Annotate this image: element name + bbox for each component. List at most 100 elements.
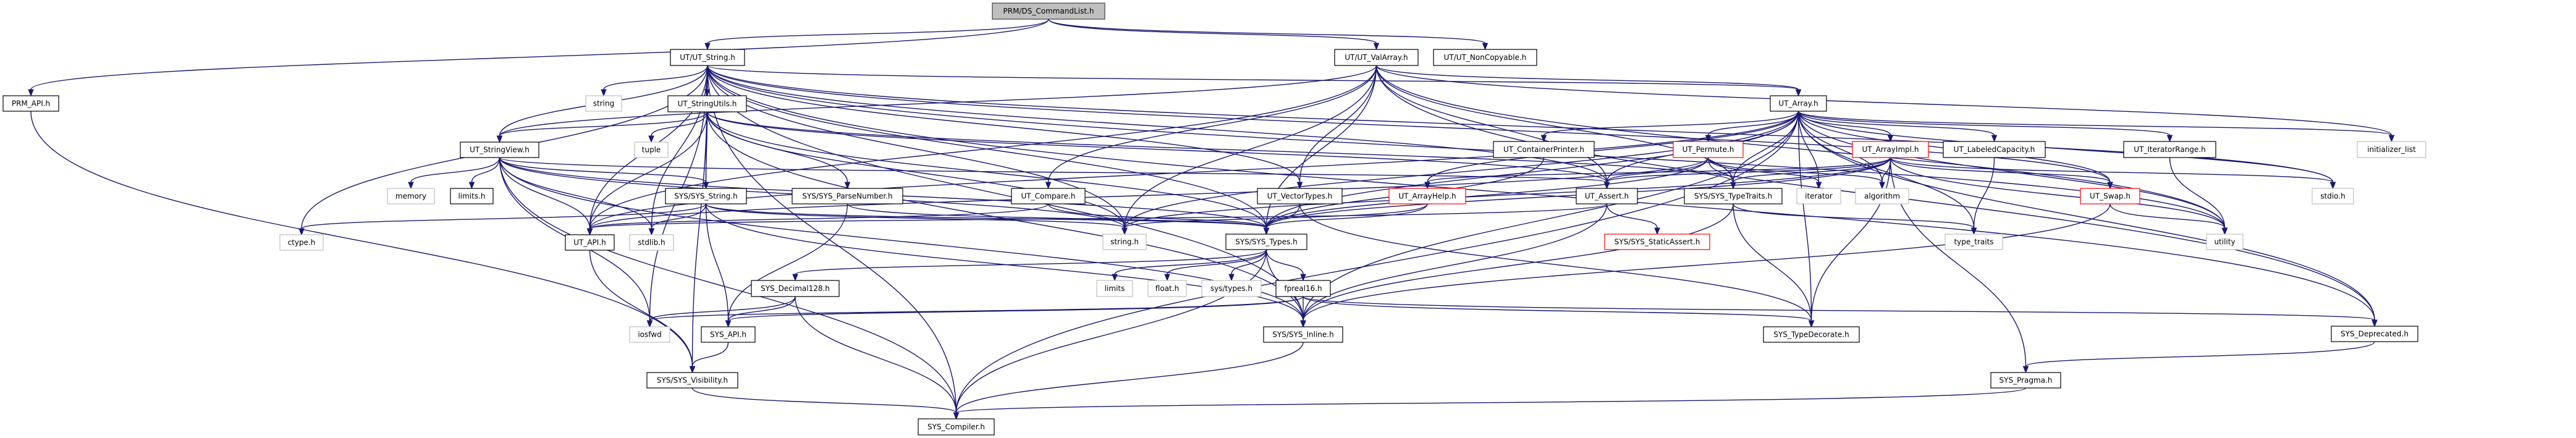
node-ut-assert-h[interactable]: UT_Assert.h (1576, 188, 1638, 204)
arrowhead-icon (648, 228, 655, 236)
arrowhead-icon (2221, 227, 2228, 235)
node-ut-iteratorrange-h[interactable]: UT_IteratorRange.h (2123, 141, 2216, 158)
node-sys-deprecated-h[interactable]: SYS_Deprecated.h (2331, 326, 2418, 342)
edge-ut-string-to-ut-assert (707, 65, 1608, 183)
node-sys-typedecorate-h[interactable]: SYS_TypeDecorate.h (1763, 326, 1860, 343)
node-sys-sys-inline-h[interactable]: SYS/SYS_Inline.h (1263, 326, 1343, 343)
node-box (585, 95, 622, 112)
edge-ut-stringutils-to-sys-typetraits (706, 111, 1734, 183)
arrowhead-icon (1045, 182, 1052, 190)
node-memory: memory (387, 188, 435, 204)
node-label: SYS_TypeDecorate.h (1773, 331, 1849, 339)
edge-ut-vectortypes-to-sys-typedecorate (1299, 203, 1812, 321)
arrowhead-icon (648, 135, 654, 143)
node-algorithm: algorithm (1855, 188, 1909, 204)
node-box (1990, 372, 2061, 389)
arrowhead-icon (844, 182, 851, 190)
node-ut-containerprinter-h[interactable]: UT_ContainerPrinter.h (1493, 141, 1595, 158)
edge-ut-stringutils-to-sys-types (706, 111, 1267, 229)
edge-ut-stringview-to-sys-compiler (499, 157, 957, 413)
node-label: limits (1105, 284, 1125, 293)
node-ut-permute-h[interactable]: UT_Permute.h (1673, 141, 1744, 158)
node-sys-decimal128-h[interactable]: SYS_Decimal128.h (751, 280, 840, 297)
node-box (1102, 234, 1147, 250)
node-box (665, 188, 747, 204)
node-ut-array-h[interactable]: UT_Array.h (1770, 95, 1827, 112)
node-box (460, 141, 539, 158)
arrowhead-icon (28, 89, 34, 97)
node-prm-api-h[interactable]: PRM_API.h (2, 95, 59, 112)
node-label: UT/UT_NonCopyable.h (1444, 53, 1527, 62)
edge-ut-array-to-ut-containerprinter (1543, 111, 1799, 136)
node-sys-sys-typetraits-h[interactable]: SYS/SYS_TypeTraits.h (1684, 188, 1783, 204)
node-sys-sys-staticassert-h[interactable]: SYS/SYS_StaticAssert.h (1604, 234, 1710, 250)
node-label: UT_ArrayHelp.h (1398, 192, 1456, 201)
edge-ut-string-to-stdio-h (707, 65, 2334, 183)
arrowhead-icon (704, 43, 711, 51)
node-sys-pragma-h[interactable]: SYS_Pragma.h (1990, 372, 2061, 389)
node-ut-ut-noncopyable-h[interactable]: UT/UT_NonCopyable.h (1433, 49, 1537, 66)
arrowhead-icon (792, 274, 798, 282)
edge-sys-parsenumber-to-sys-types (847, 203, 1267, 229)
node-ut-labeledcapacity-h[interactable]: UT_LabeledCapacity.h (1943, 141, 2046, 158)
edge-ut-valarray-to-ut-compare (1047, 65, 1377, 183)
node-ut-stringutils-h[interactable]: UT_StringUtils.h (667, 95, 747, 112)
node-label: fpreal16.h (1284, 284, 1322, 293)
node-label: UT_StringView.h (470, 146, 530, 154)
node-tuple: tuple (634, 141, 669, 158)
node-box (1257, 188, 1343, 204)
node-ut-swap-h[interactable]: UT_Swap.h (2080, 188, 2140, 204)
edge-ut-array-to-sys-types (1265, 111, 1799, 229)
edge-ut-permute-to-iterator (1707, 157, 1820, 183)
edge-fpreal16-to-sys-typedecorate (1303, 296, 1812, 321)
node-label: UT_Permute.h (1683, 145, 1734, 154)
node-sys-sys-parsenumber-h[interactable]: SYS/SYS_ParseNumber.h (792, 188, 903, 204)
node-box (1147, 280, 1187, 297)
node-ctype-h: ctype.h (279, 234, 324, 251)
node-box (1945, 234, 2003, 250)
node-box (450, 188, 494, 204)
node-ut-ut-string-h[interactable]: UT/UT_String.h (670, 49, 745, 66)
edge-sys-typetraits-to-sys-typedecorate (1733, 203, 1812, 321)
node-box (1796, 188, 1841, 204)
edge-sys-string-to-string-h (705, 203, 1125, 229)
edge-ut-arrayimpl-to-ut-swap (1890, 157, 2111, 183)
node-prm-ds-commandlist-h[interactable]: PRM/DS_CommandList.h (992, 2, 1105, 20)
node-ut-stringview-h[interactable]: UT_StringView.h (460, 141, 539, 158)
node-label: string.h (1110, 238, 1139, 246)
node-label: memory (395, 192, 426, 201)
node-box (2, 95, 59, 112)
node-box (634, 141, 669, 158)
node-fpreal16-h[interactable]: fpreal16.h (1275, 280, 1331, 297)
edge-sys-types-to-fpreal16 (1265, 249, 1304, 275)
node-box (387, 188, 435, 204)
node-ut-vectortypes-h[interactable]: UT_VectorTypes.h (1257, 188, 1343, 204)
node-label: UT_Array.h (1778, 99, 1818, 108)
arrowhead-icon (1879, 182, 1885, 190)
edge-root-to-prm-api (30, 19, 1049, 90)
node-box (1096, 280, 1133, 297)
node-sys-sys-types-h[interactable]: SYS/SYS_Types.h (1225, 234, 1307, 250)
arrowhead-icon (1121, 227, 1128, 235)
edge-ut-valarray-to-ut-array (1375, 65, 1799, 90)
node-ut-ut-valarray-h[interactable]: UT/UT_ValArray.h (1334, 49, 1419, 66)
node-sys-compiler-h[interactable]: SYS_Compiler.h (918, 418, 995, 436)
arrowhead-icon (601, 89, 607, 97)
node-ut-arrayhelp-h[interactable]: UT_ArrayHelp.h (1388, 188, 1466, 204)
arrowhead-icon (1263, 227, 1270, 235)
edge-sys-decimal128-to-iosfwd (649, 296, 796, 321)
node-ut-api-h[interactable]: UT_API.h (565, 234, 615, 251)
arrowhead-icon (2166, 135, 2173, 143)
node-limits-h[interactable]: limits.h (450, 188, 494, 204)
edge-sys-string-to-ctype-h (301, 203, 707, 229)
node-ut-arrayimpl-h[interactable]: UT_ArrayImpl.h (1852, 141, 1929, 158)
edge-sys-string-to-sys-types (705, 203, 1267, 229)
arrowhead-icon (496, 135, 503, 143)
node-sys-api-h[interactable]: SYS_API.h (701, 326, 756, 343)
node-ut-compare-h[interactable]: UT_Compare.h (1011, 188, 1086, 204)
edge-sys-typetraits-to-type-traits (1733, 203, 1975, 229)
node-string: string (585, 95, 622, 112)
node-sys-sys-visibility-h[interactable]: SYS/SYS_Visibility.h (646, 372, 738, 389)
node-sys-sys-string-h[interactable]: SYS/SYS_String.h (665, 188, 747, 204)
